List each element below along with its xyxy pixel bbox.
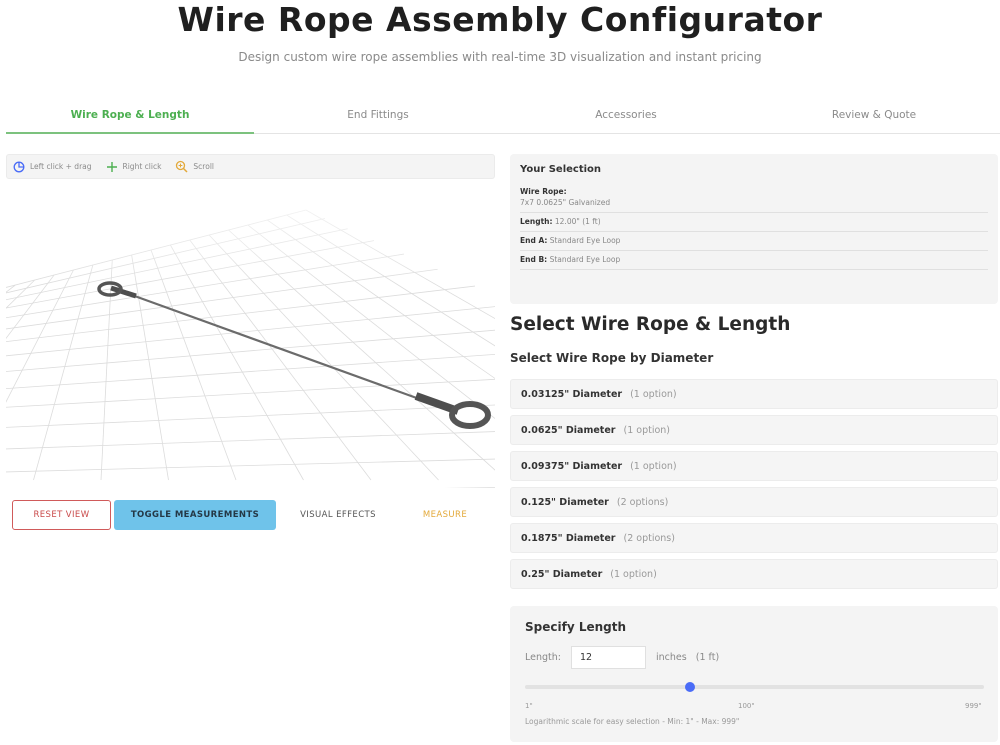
hint-rotate-label: Left click + drag [30,162,92,171]
diameter-option-count: (2 options) [623,532,675,544]
selection-length: Length: 12.00" (1 ft) [520,213,988,232]
tab-wire-rope-length[interactable]: Wire Rope & Length [6,104,254,134]
selection-wire-rope: Wire Rope: 7x7 0.0625" Galvanized [520,183,988,213]
diameter-option-count: (1 option) [623,424,671,436]
diameter-option-label: 0.03125" Diameter [521,388,623,400]
selection-title: Your Selection [520,164,602,175]
tab-end-fittings[interactable]: End Fittings [347,109,409,121]
length-title: Specify Length [525,620,627,634]
diameter-option-count: (1 option) [630,460,677,472]
diameter-heading: Select Wire Rope by Diameter [510,351,714,365]
selection-summary: Your Selection Wire Rope: 7x7 0.0625" Ga… [510,154,998,304]
diameter-option-label: 0.1875" Diameter [521,532,616,544]
length-label: Length: [525,652,561,663]
diameter-option-label: 0.09375" Diameter [521,460,623,472]
diameter-option-label: 0.125" Diameter [521,496,609,508]
step-tabs: Wire Rope & Length End Fittings Accessor… [6,104,1000,134]
diameter-option-count: (1 option) [630,388,677,400]
tab-review-quote[interactable]: Review & Quote [831,109,917,121]
diameter-option[interactable]: 0.0625" Diameter (1 option) [510,415,998,445]
hint-zoom-label: Scroll [193,162,214,171]
selection-wire-rope-label: Wire Rope: [520,187,567,196]
length-slider-thumb[interactable] [685,682,696,692]
eye-loop-a [97,281,123,297]
selection-length-value: 12.00" (1 ft) [554,217,601,226]
visual-effects-button[interactable]: VISUAL EFFECTS [300,510,376,520]
hint-zoom: Scroll [175,160,214,173]
3d-scene[interactable] [0,180,907,497]
page-title: Wire Rope Assembly Configurator [177,0,823,39]
diameter-option-count: (1 option) [610,568,657,580]
diameter-option[interactable]: 0.125" Diameter (2 options) [510,487,998,517]
length-unit-feet: (1 ft) [695,652,720,663]
diameter-option-count: (2 options) [616,496,669,508]
length-unit: inches (1 ft) [656,652,719,663]
length-unit-inches: inches [656,652,687,663]
diameter-option[interactable]: 0.03125" Diameter (1 option) [510,379,998,409]
hint-rotate: Left click + drag [13,161,92,173]
selection-end-a-value: Standard Eye Loop [549,236,621,245]
selection-length-label: Length: [520,217,553,226]
ferrule-a [110,285,137,299]
wire-rope-model [97,281,491,429]
slider-tick-mid: 100" [738,702,755,710]
selection-wire-rope-value: 7x7 0.0625" Galvanized [520,198,611,207]
rotate-icon [13,161,25,173]
selection-end-b-label: End B: [520,255,548,264]
selection-end-b-value: Standard Eye Loop [549,255,621,264]
measure-button[interactable]: MEASURE [422,510,468,520]
toggle-measurements-button[interactable]: TOGGLE MEASUREMENTS [114,500,276,530]
length-input[interactable] [571,646,646,669]
hint-pan-label: Right click [122,162,162,171]
length-note: Logarithmic scale for easy selection - M… [525,717,740,726]
diameter-option-label: 0.25" Diameter [521,568,603,580]
hint-pan: Right click [106,161,162,173]
plus-icon [106,161,118,173]
selection-end-b: End B: Standard Eye Loop [520,251,988,270]
tab-accessories[interactable]: Accessories [595,109,657,121]
diameter-option[interactable]: 0.09375" Diameter (1 option) [510,451,998,481]
diameter-option[interactable]: 0.25" Diameter (1 option) [510,559,998,589]
control-hints: Left click + drag Right click Scroll [6,154,495,179]
eye-loop-b [449,401,491,429]
length-slider[interactable] [525,682,984,692]
zoom-icon [175,160,188,173]
diameter-option-label: 0.0625" Diameter [521,424,616,436]
3d-viewport[interactable] [0,180,907,497]
ferrule-b [414,392,460,415]
diameter-list: 0.03125" Diameter (1 option) 0.0625" Dia… [510,379,998,595]
page-subtitle: Design custom wire rope assemblies with … [238,50,762,64]
slider-tick-min: 1" [525,702,533,710]
diameter-option[interactable]: 0.1875" Diameter (2 options) [510,523,998,553]
selection-end-a: End A: Standard Eye Loop [520,232,988,251]
reset-view-button[interactable]: RESET VIEW [12,500,111,530]
slider-tick-max: 999" [965,702,982,710]
length-panel: Specify Length Length: inches (1 ft) 1" … [510,606,998,742]
selection-end-a-label: End A: [520,236,548,245]
section-title: Select Wire Rope & Length [510,314,791,335]
